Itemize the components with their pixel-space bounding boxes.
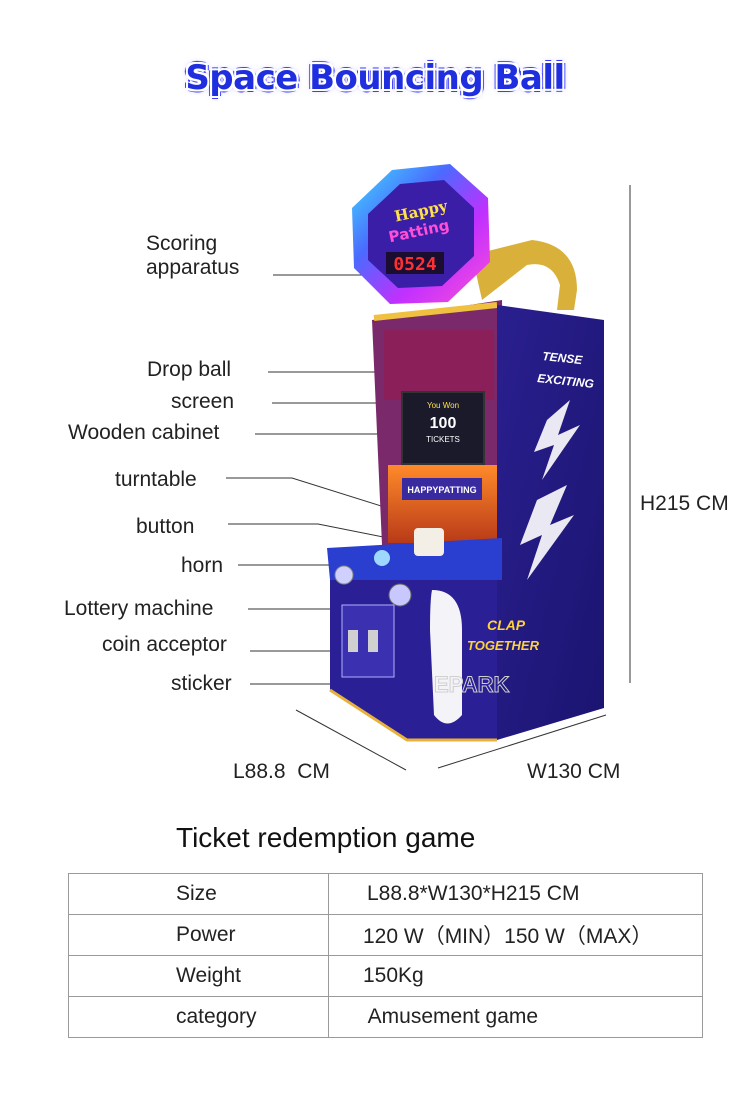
table-row: Size L88.8*W130*H215 CM (68, 873, 703, 915)
button (374, 550, 390, 566)
label-scoring-apparatus-1: Scoring (146, 232, 218, 255)
marquee-panel (402, 478, 482, 500)
spec-value: L88.8*W130*H215 CM (328, 873, 703, 915)
spec-key: Size (68, 873, 329, 915)
screen (401, 391, 485, 465)
svg-text:100: 100 (430, 415, 457, 432)
drop-ball-area (384, 330, 494, 400)
label-button: button (136, 515, 195, 538)
page-title: Space Bouncing Ball (185, 58, 565, 98)
horn (334, 565, 354, 585)
label-sticker: sticker (171, 672, 232, 695)
svg-text:TENSE: TENSE (542, 349, 584, 367)
svg-text:CLAP: CLAP (487, 617, 526, 633)
label-coin-acceptor: coin acceptor (102, 633, 227, 656)
brand-watermark: EPARK (434, 672, 509, 697)
spec-key: Weight (68, 955, 329, 997)
svg-text:HAPPYPATTING: HAPPYPATTING (407, 485, 476, 495)
wooden-cabinet-front (388, 465, 500, 543)
label-horn: horn (181, 554, 224, 577)
table-row: category Amusement game (68, 996, 703, 1038)
label-lottery-machine: Lottery machine (64, 597, 214, 620)
spec-value: 150Kg (328, 955, 703, 997)
width-dimension: W130 CM (527, 760, 621, 783)
score-display-bg (386, 252, 444, 274)
spec-key: category (68, 996, 329, 1038)
label-turntable: turntable (115, 468, 197, 491)
length-dimension: L88.8 CM (233, 760, 330, 783)
arcade-machine-image: Happy Patting 0524 You Won 100 TICKETS H… (327, 164, 604, 742)
label-wooden-cabinet: Wooden cabinet (68, 421, 220, 444)
spec-table: Size L88.8*W130*H215 CM Power 120 W（MIN）… (68, 873, 703, 1038)
speaker (388, 583, 412, 607)
label-drop-ball: Drop ball (147, 358, 232, 381)
length-dimension-line (295, 709, 407, 771)
svg-text:You Won: You Won (427, 401, 459, 410)
height-dimension: H215 CM (640, 492, 729, 515)
svg-text:TOGETHER: TOGETHER (467, 638, 540, 653)
ticket-door (430, 590, 462, 724)
width-dimension-line (437, 714, 607, 769)
table-row: Weight 150Kg (68, 955, 703, 997)
leader-turntable (226, 477, 411, 516)
score-display: 0524 (393, 254, 437, 275)
spec-value: Amusement game (328, 996, 703, 1038)
turntable (414, 528, 444, 556)
spec-key: Power (68, 914, 329, 956)
section-subtitle: Ticket redemption game (176, 822, 476, 853)
control-deck (327, 538, 502, 580)
svg-text:TICKETS: TICKETS (426, 435, 460, 444)
label-screen: screen (171, 390, 235, 413)
gold-base-trim (329, 688, 497, 742)
table-row: Power 120 W（MIN）150 W（MAX） (68, 914, 703, 956)
label-scoring-apparatus-2: apparatus (146, 256, 240, 279)
leader-button (228, 523, 409, 543)
spec-value: 120 W（MIN）150 W（MAX） (328, 914, 703, 956)
coin-acceptor (348, 630, 358, 652)
lightning-graphic (534, 400, 580, 480)
svg-text:EXCITING: EXCITING (537, 371, 595, 391)
ball-ramp (472, 240, 577, 310)
